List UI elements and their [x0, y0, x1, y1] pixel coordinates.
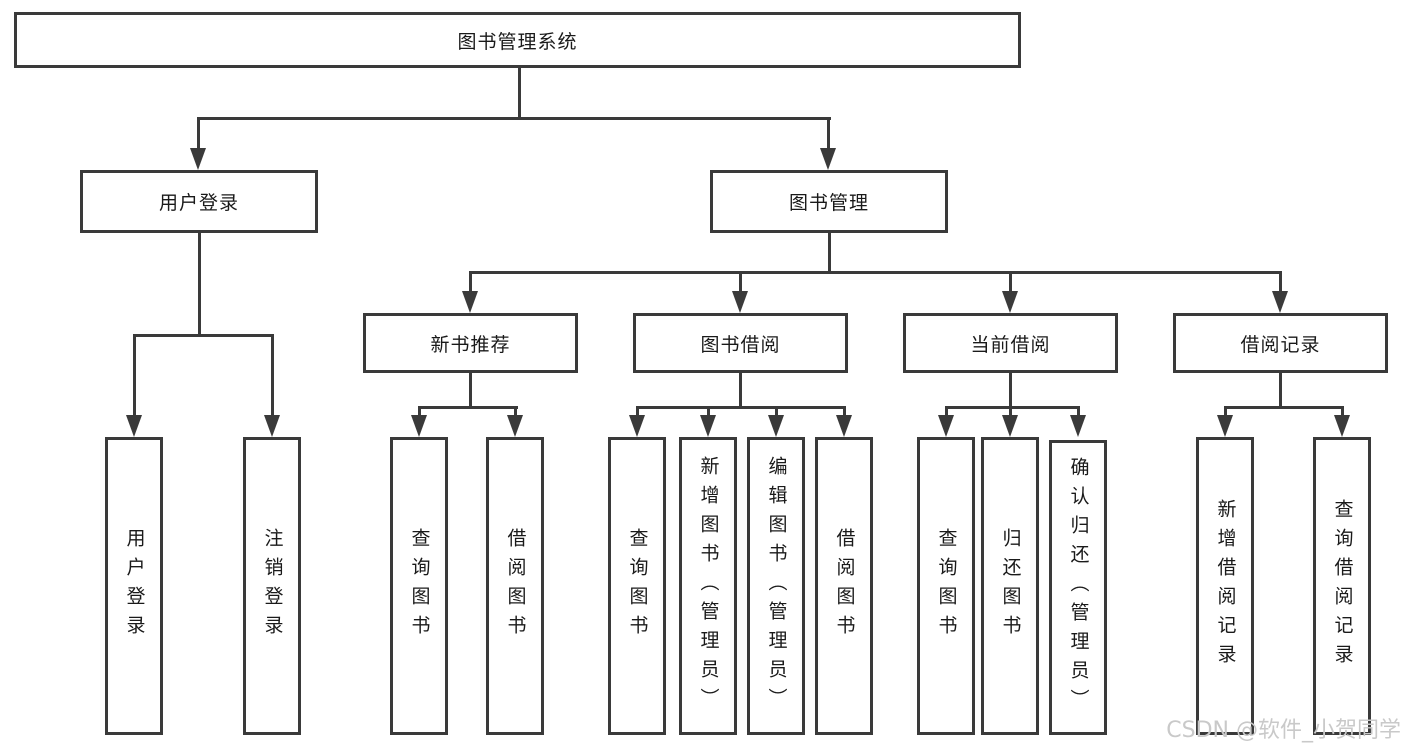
csdn-watermark: CSDN @软件_小贺同学 [1166, 718, 1401, 743]
connector-borrow-records-stem [1279, 371, 1282, 408]
connector-new-book-leaf-2-drop [514, 406, 517, 417]
leaf-borrow-edit-admin-label: 编辑图书（管理员） [765, 455, 788, 717]
connector-book-borrow-leaf-1-drop [636, 406, 639, 417]
node-root-label: 图书管理系统 [457, 30, 578, 53]
leaf-current-query-label: 查询图书 [935, 528, 958, 644]
arrowhead-current-borrow [1002, 291, 1018, 313]
node-book-mgmt: 图书管理 [710, 170, 948, 233]
connector-current-borrow-leaf-2-drop [1009, 406, 1012, 417]
leaf-borrow-add-admin: 新增图书（管理员） [679, 437, 737, 735]
leaf-add-record: 新增借阅记录 [1196, 437, 1254, 735]
leaf-borrow-edit-admin: 编辑图书（管理员） [747, 437, 805, 735]
leaf-current-query: 查询图书 [917, 437, 975, 735]
connector-new-book-leaf-1-drop [418, 406, 421, 417]
connector-new-book-stem [469, 371, 472, 408]
connector-current-borrow-leaf-3-drop [1077, 406, 1080, 417]
leaf-borrow-book-label: 借阅图书 [833, 528, 856, 644]
node-book-borrow: 图书借阅 [633, 313, 848, 373]
connector-current-borrow-stem [1009, 371, 1012, 408]
connector-book-borrow-bus [636, 406, 846, 409]
leaf-borrow-query-label: 查询图书 [626, 528, 649, 644]
connector-book-mgmt-stem [828, 231, 831, 274]
arrowhead-new-book [462, 291, 478, 313]
connector-current-borrow-leaf-1-drop [945, 406, 948, 417]
arrowhead-new-book-leaf-1 [411, 415, 427, 437]
leaf-new-book-borrow: 借阅图书 [486, 437, 544, 735]
node-borrow-records: 借阅记录 [1173, 313, 1388, 373]
arrowhead-book-borrow-leaf-1 [629, 415, 645, 437]
node-new-book-label: 新书推荐 [430, 333, 511, 356]
arrowhead-book-borrow-leaf-4 [836, 415, 852, 437]
node-book-borrow-label: 图书借阅 [700, 333, 781, 356]
arrowhead-book-borrow [732, 291, 748, 313]
connector-new-book-bus [418, 406, 518, 409]
connector-level2-bus [197, 117, 831, 120]
connector-root-stem [518, 66, 521, 120]
connector-borrow-records-bus [1224, 406, 1344, 409]
arrowhead-current-borrow-leaf-2 [1002, 415, 1018, 437]
connector-user-leaf-1-drop [133, 334, 136, 417]
connector-book-borrow-leaf-2-drop [707, 406, 710, 417]
arrowhead-book-borrow-leaf-3 [768, 415, 784, 437]
leaf-new-book-query: 查询图书 [390, 437, 448, 735]
leaf-borrow-add-admin-label: 新增图书（管理员） [697, 455, 720, 717]
connector-borrow-records-drop [1279, 271, 1282, 293]
connector-current-borrow-bus [945, 406, 1080, 409]
node-root: 图书管理系统 [14, 12, 1021, 68]
node-new-book: 新书推荐 [363, 313, 578, 373]
arrowhead-current-borrow-leaf-1 [938, 415, 954, 437]
leaf-query-record-label: 查询借阅记录 [1331, 499, 1354, 673]
connector-book-borrow-leaf-4-drop [843, 406, 846, 417]
arrowhead-user-leaf-2 [264, 415, 280, 437]
node-borrow-records-label: 借阅记录 [1240, 333, 1321, 356]
node-current-borrow-label: 当前借阅 [970, 333, 1051, 356]
arrowhead-user-login [190, 148, 206, 170]
connector-borrow-records-leaf-1-drop [1224, 406, 1227, 417]
connector-user-leaves-bus [133, 334, 274, 337]
leaf-confirm-return-admin-label: 确认归还（管理员） [1067, 457, 1090, 718]
connector-book-borrow-stem [739, 371, 742, 408]
connector-user-leaf-2-drop [271, 334, 274, 417]
leaf-new-book-borrow-label: 借阅图书 [504, 528, 527, 644]
leaf-return-book: 归还图书 [981, 437, 1039, 735]
connector-borrow-records-leaf-2-drop [1341, 406, 1344, 417]
connector-new-book-drop [469, 271, 472, 293]
leaf-query-record: 查询借阅记录 [1313, 437, 1371, 735]
leaf-add-record-label: 新增借阅记录 [1214, 499, 1237, 673]
connector-user-login-drop [197, 117, 200, 151]
arrowhead-user-leaf-1 [126, 415, 142, 437]
leaf-return-book-label: 归还图书 [999, 528, 1022, 644]
connector-book-borrow-leaf-3-drop [775, 406, 778, 417]
leaf-confirm-return-admin: 确认归还（管理员） [1049, 440, 1107, 735]
node-current-borrow: 当前借阅 [903, 313, 1118, 373]
leaf-borrow-book: 借阅图书 [815, 437, 873, 735]
connector-user-login-stem [198, 231, 201, 337]
arrowhead-borrow-records-leaf-1 [1217, 415, 1233, 437]
connector-book-mgmt-drop [827, 117, 830, 151]
node-user-login: 用户登录 [80, 170, 318, 233]
leaf-user-login: 用户登录 [105, 437, 163, 735]
leaf-borrow-query: 查询图书 [608, 437, 666, 735]
node-user-login-label: 用户登录 [158, 192, 239, 214]
arrowhead-new-book-leaf-2 [507, 415, 523, 437]
connector-level3-bus [469, 271, 1282, 274]
arrowhead-book-borrow-leaf-2 [700, 415, 716, 437]
connector-book-borrow-drop [739, 271, 742, 293]
leaf-logout-label: 注销登录 [261, 528, 284, 644]
leaf-new-book-query-label: 查询图书 [408, 528, 431, 644]
node-book-mgmt-label: 图书管理 [788, 192, 869, 214]
arrowhead-borrow-records-leaf-2 [1334, 415, 1350, 437]
arrowhead-book-mgmt [820, 148, 836, 170]
connector-current-borrow-drop [1009, 271, 1012, 293]
leaf-logout: 注销登录 [243, 437, 301, 735]
arrowhead-borrow-records [1272, 291, 1288, 313]
leaf-user-login-label: 用户登录 [123, 528, 146, 644]
arrowhead-current-borrow-leaf-3 [1070, 415, 1086, 437]
